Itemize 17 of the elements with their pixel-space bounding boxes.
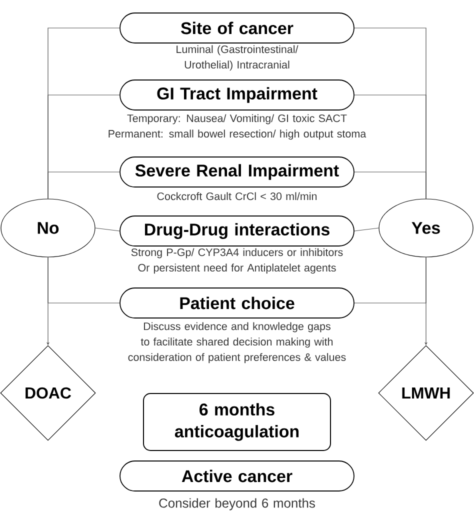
factor-box: Patient choice — [120, 288, 354, 318]
note-text: Strong P-Gp/ CYP3A4 inducers or inhibitors Or persistent need for Antiplatelet agents — [131, 248, 343, 274]
duration-box: 6 months anticoagulation — [143, 393, 331, 451]
connector — [48, 172, 120, 199]
note-text: Cockcroft Gault CrCl < 30 ml/min — [157, 192, 317, 200]
connector — [354, 228, 379, 232]
note-text: Luminal (Gastrointestinal/ Urothelial) Intracranial — [176, 45, 298, 71]
factor-box: Drug-Drug interactions — [120, 216, 354, 246]
factor-box: Severe Renal Impairment — [120, 156, 354, 188]
factor-box: Site of cancer — [120, 12, 354, 44]
note-text: Discuss evidence and knowledge gaps to facilitate shared decision making with consideration of patient preferences & values — [128, 322, 346, 364]
factor-box: GI Tract Impairment — [120, 80, 354, 110]
condition-box: Active cancer — [120, 460, 354, 492]
connector — [95, 228, 120, 232]
note-text: Temporary: Nausea/ Vomiting/ GI toxic SACT Permanent: small bowel resection/ high output stoma — [108, 114, 366, 140]
connector — [354, 172, 426, 199]
note-text: Consider beyond 6 months — [159, 498, 315, 510]
